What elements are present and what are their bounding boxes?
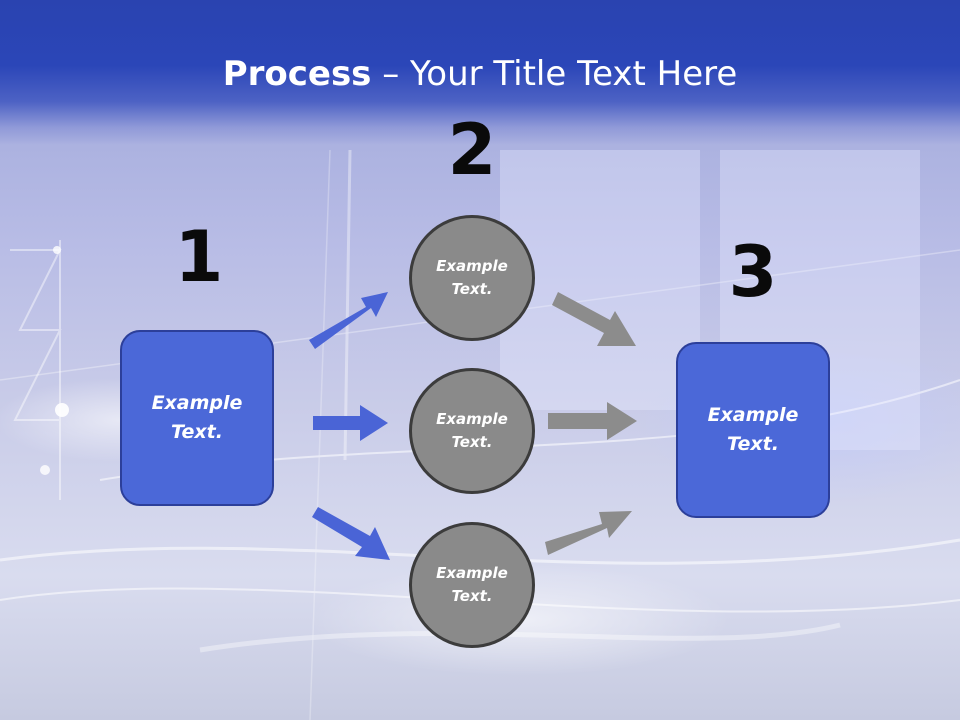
step-2-number: 2: [447, 109, 497, 191]
gray-arrow-down-icon: [552, 292, 636, 346]
right-process-box[interactable]: Example Text.: [676, 342, 830, 518]
middle-process-circle[interactable]: Example Text.: [409, 368, 535, 494]
bottom-process-circle[interactable]: Example Text.: [409, 522, 535, 648]
blue-arrow-down-icon: [312, 507, 390, 560]
middle-circle-label: Example Text.: [436, 410, 508, 451]
step-3-number: 3: [728, 231, 778, 313]
gray-arrow-right-icon: [548, 402, 637, 440]
right-box-label: Example Text.: [707, 404, 799, 455]
left-box-label: Example Text.: [151, 392, 243, 443]
left-process-box[interactable]: Example Text.: [120, 330, 274, 506]
top-process-circle[interactable]: Example Text.: [409, 215, 535, 341]
title-rest: – Your Title Text Here: [371, 54, 738, 94]
blue-arrow-right-icon: [313, 405, 388, 441]
title-bar: [0, 0, 960, 145]
gray-arrow-up-icon: [545, 511, 632, 555]
blue-arrow-up-icon: [309, 292, 388, 349]
slide-title: Process – Your Title Text Here: [0, 52, 960, 96]
title-bold: Process: [222, 54, 372, 94]
step-1-number: 1: [174, 216, 224, 298]
top-circle-label: Example Text.: [436, 257, 508, 298]
bottom-circle-label: Example Text.: [436, 564, 508, 605]
